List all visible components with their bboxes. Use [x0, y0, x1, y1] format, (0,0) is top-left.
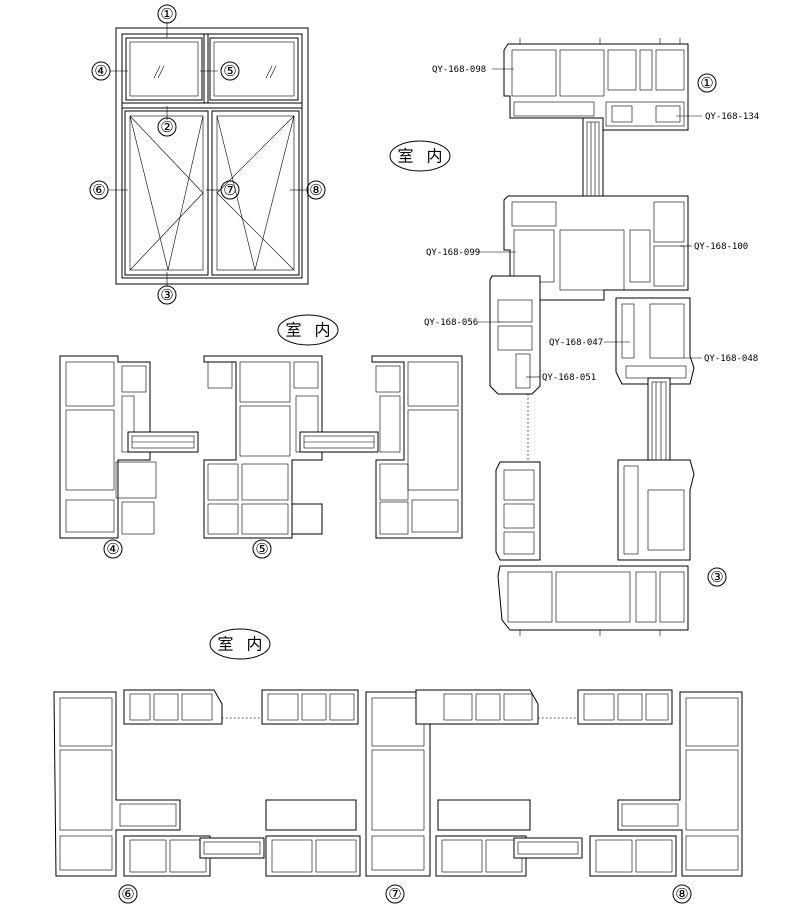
code-qy-168-134: QY-168-134	[705, 112, 759, 122]
window-elevation: ① ④ ⑤ ② ⑥ ⑦ ⑧ ③	[89, 4, 326, 305]
section-4-5	[59, 355, 463, 539]
marker-8: ⑧	[309, 181, 322, 199]
code-qy-168-056: QY-168-056	[424, 318, 478, 328]
code-qy-168-051: QY-168-051	[542, 373, 596, 383]
marker-7-section: ⑦	[388, 885, 401, 903]
vertical-section	[476, 38, 702, 636]
marker-4: ④	[94, 62, 107, 80]
marker-1-section: ①	[700, 74, 713, 92]
code-qy-168-048: QY-168-048	[704, 354, 758, 364]
indoor-label-mid: 室 内	[285, 321, 334, 340]
marker-3: ③	[160, 286, 173, 304]
indoor-label-bottom: 室 内	[217, 635, 266, 654]
marker-6-section: ⑥	[121, 885, 134, 903]
code-qy-168-099: QY-168-099	[426, 248, 480, 258]
marker-2: ②	[160, 118, 173, 136]
code-qy-168-098: QY-168-098	[432, 65, 486, 75]
marker-8-section: ⑧	[675, 885, 688, 903]
marker-5: ⑤	[223, 62, 236, 80]
marker-1: ①	[160, 5, 173, 23]
marker-3-section: ③	[710, 568, 723, 586]
marker-5-section: ⑤	[255, 540, 268, 558]
code-qy-168-100: QY-168-100	[694, 242, 748, 252]
indoor-label-top: 室 内	[397, 147, 446, 166]
marker-6: ⑥	[92, 181, 105, 199]
marker-4-section: ④	[106, 540, 119, 558]
section-6-7-8	[53, 689, 743, 877]
marker-7: ⑦	[223, 181, 236, 199]
code-qy-168-047: QY-168-047	[549, 338, 603, 348]
